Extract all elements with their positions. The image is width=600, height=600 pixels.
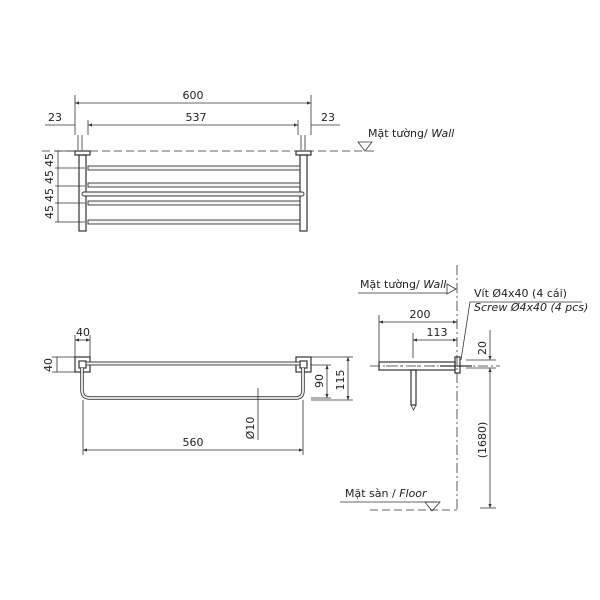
spacing-labels: 45 45 45 45 [43,153,56,219]
wall-label: Mặt tường/ Wall [368,127,454,140]
dim-left-offset: 23 [48,111,62,124]
dim-bracket-height: 40 [42,358,55,372]
dim-depth: 200 [410,308,431,321]
dim-right-offset: 23 [321,111,335,124]
dim-post-offset: 113 [427,326,448,339]
svg-text:45: 45 [43,153,56,167]
screw-label-vi: Vít Ø4x40 (4 cái) [474,287,567,300]
dim-bracket-width: 40 [76,326,90,339]
svg-text:45: 45 [43,205,56,219]
dim-screw-offset: 20 [476,341,489,355]
svg-text:45: 45 [43,188,56,202]
dim-span: 537 [186,111,207,124]
svg-text:45: 45 [43,170,56,184]
dim-mount-height: (1680) [476,422,489,459]
dim-overall: 600 [183,89,204,102]
top-view: 600 537 23 23 Mặt tường/ Wall 45 45 45 4… [42,89,454,232]
dim-length: 560 [183,436,204,449]
dim-drop: 90 [313,374,326,388]
wall-label-side: Mặt tường/ Wall [360,278,446,291]
dim-height: 115 [334,370,347,391]
screw-label-en: Screw Ø4x40 (4 pcs) [474,301,588,314]
front-view: 40 40 90 115 Ø10 560 [42,326,353,455]
side-view: Mặt tường/ Wall Vít Ø4x40 (4 cái) Screw … [340,265,588,512]
floor-label: Mặt sàn / Floor [345,487,428,500]
dim-rod-diameter: Ø10 [244,417,257,440]
